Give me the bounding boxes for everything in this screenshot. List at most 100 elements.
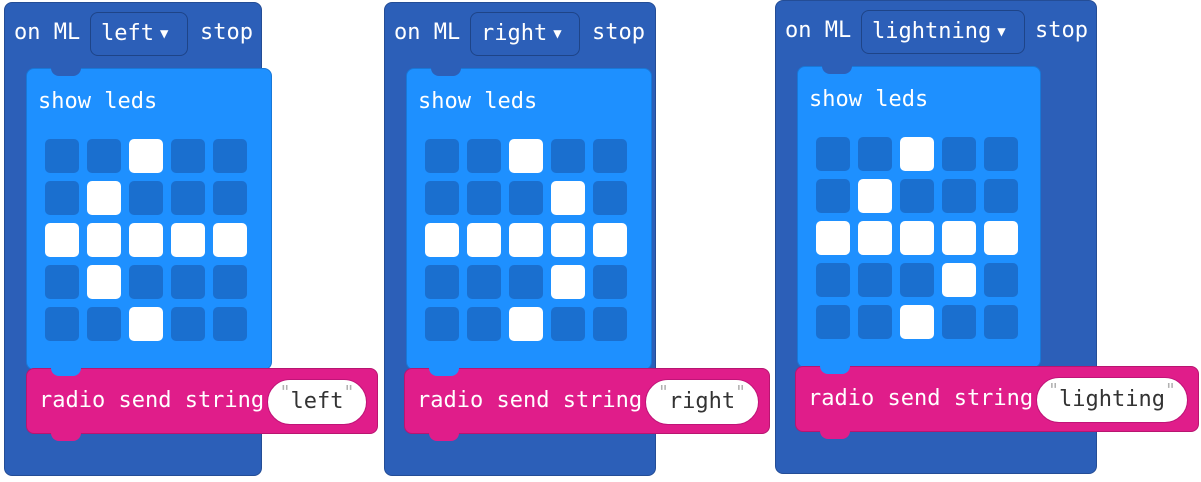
show-leds-block[interactable]: show leds <box>406 68 652 370</box>
block-notch <box>51 68 81 76</box>
led-cell[interactable] <box>45 181 79 215</box>
led-cell[interactable] <box>509 307 543 341</box>
led-cell[interactable] <box>593 181 627 215</box>
led-cell[interactable] <box>984 137 1018 171</box>
open-quote: " <box>279 382 291 403</box>
led-cell[interactable] <box>816 221 850 255</box>
led-cell[interactable] <box>900 263 934 297</box>
led-cell[interactable] <box>509 265 543 299</box>
led-cell[interactable] <box>984 305 1018 339</box>
led-cell[interactable] <box>171 223 205 257</box>
led-cell[interactable] <box>942 305 976 339</box>
led-cell[interactable] <box>984 263 1018 297</box>
led-cell[interactable] <box>509 223 543 257</box>
close-quote: " <box>1164 380 1176 401</box>
gesture-dropdown[interactable]: lightning▼ <box>861 10 1025 54</box>
block-tab <box>820 431 850 439</box>
string-input[interactable]: "left" <box>267 379 367 425</box>
led-cell[interactable] <box>467 223 501 257</box>
led-cell[interactable] <box>942 263 976 297</box>
led-cell[interactable] <box>171 139 205 173</box>
led-cell[interactable] <box>551 307 585 341</box>
led-cell[interactable] <box>467 265 501 299</box>
radio-send-string-block[interactable]: radio send string "right" <box>404 368 770 441</box>
led-cell[interactable] <box>425 307 459 341</box>
led-cell[interactable] <box>467 181 501 215</box>
string-input[interactable]: "right" <box>645 379 759 425</box>
led-cell[interactable] <box>858 179 892 213</box>
led-cell[interactable] <box>425 139 459 173</box>
string-input[interactable]: "lighting" <box>1036 377 1188 423</box>
gesture-dropdown[interactable]: left▼ <box>90 12 188 56</box>
led-cell[interactable] <box>467 139 501 173</box>
led-cell[interactable] <box>509 139 543 173</box>
led-cell[interactable] <box>467 307 501 341</box>
led-cell[interactable] <box>171 307 205 341</box>
led-cell[interactable] <box>213 307 247 341</box>
show-leds-block[interactable]: show leds <box>26 68 272 370</box>
led-cell[interactable] <box>551 223 585 257</box>
led-cell[interactable] <box>45 139 79 173</box>
radio-send-string-block[interactable]: radio send string "left" <box>26 368 378 441</box>
led-cell[interactable] <box>593 307 627 341</box>
event-block-lightning[interactable]: on ML lightning▼ stop show leds radio se… <box>775 0 1199 474</box>
led-cell[interactable] <box>942 221 976 255</box>
led-cell[interactable] <box>984 179 1018 213</box>
led-cell[interactable] <box>45 223 79 257</box>
radio-send-string-block[interactable]: radio send string "lighting" <box>795 366 1199 439</box>
led-cell[interactable] <box>129 307 163 341</box>
led-cell[interactable] <box>45 265 79 299</box>
led-cell[interactable] <box>858 305 892 339</box>
led-cell[interactable] <box>425 265 459 299</box>
led-cell[interactable] <box>942 179 976 213</box>
led-cell[interactable] <box>129 181 163 215</box>
led-cell[interactable] <box>593 265 627 299</box>
led-cell[interactable] <box>87 223 121 257</box>
led-cell[interactable] <box>593 139 627 173</box>
led-cell[interactable] <box>171 181 205 215</box>
led-cell[interactable] <box>213 139 247 173</box>
led-cell[interactable] <box>984 221 1018 255</box>
chevron-down-icon: ▼ <box>997 24 1006 40</box>
event-block-right[interactable]: on ML right▼ stop show leds radio send s… <box>384 2 770 476</box>
led-cell[interactable] <box>858 221 892 255</box>
led-cell[interactable] <box>425 223 459 257</box>
led-cell[interactable] <box>551 139 585 173</box>
led-cell[interactable] <box>858 263 892 297</box>
led-cell[interactable] <box>942 137 976 171</box>
led-cell[interactable] <box>425 181 459 215</box>
led-cell[interactable] <box>900 305 934 339</box>
led-cell[interactable] <box>593 223 627 257</box>
led-cell[interactable] <box>551 181 585 215</box>
led-cell[interactable] <box>87 265 121 299</box>
led-cell[interactable] <box>816 305 850 339</box>
led-cell[interactable] <box>900 137 934 171</box>
block-notch <box>429 368 459 376</box>
led-cell[interactable] <box>900 179 934 213</box>
gesture-dropdown[interactable]: right▼ <box>470 12 580 56</box>
led-cell[interactable] <box>87 181 121 215</box>
close-quote: " <box>343 382 355 403</box>
led-cell[interactable] <box>213 265 247 299</box>
led-cell[interactable] <box>213 223 247 257</box>
led-cell[interactable] <box>129 265 163 299</box>
led-cell[interactable] <box>129 139 163 173</box>
event-block-left[interactable]: on ML left▼ stop show leds radio send st… <box>4 2 378 476</box>
led-cell[interactable] <box>816 179 850 213</box>
led-cell[interactable] <box>213 181 247 215</box>
led-cell[interactable] <box>87 307 121 341</box>
led-cell[interactable] <box>171 265 205 299</box>
show-leds-label: show leds <box>809 87 929 112</box>
led-cell[interactable] <box>45 307 79 341</box>
open-quote: " <box>658 382 669 403</box>
led-cell[interactable] <box>858 137 892 171</box>
show-leds-block[interactable]: show leds <box>797 66 1041 368</box>
led-cell[interactable] <box>509 181 543 215</box>
led-cell[interactable] <box>900 221 934 255</box>
led-cell[interactable] <box>87 139 121 173</box>
led-cell[interactable] <box>816 137 850 171</box>
led-cell[interactable] <box>129 223 163 257</box>
led-cell[interactable] <box>816 263 850 297</box>
led-cell[interactable] <box>551 265 585 299</box>
led-grid <box>425 139 627 341</box>
